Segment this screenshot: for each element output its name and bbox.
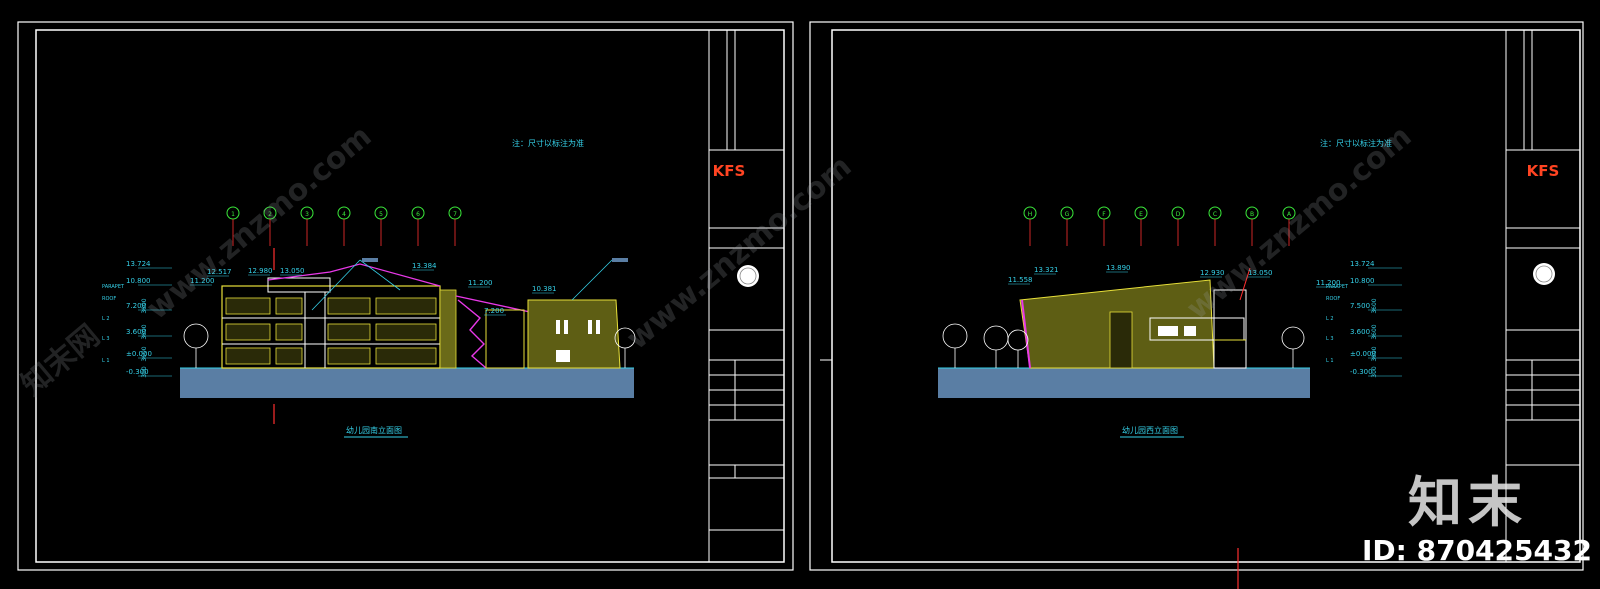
axis-label: 1 (231, 211, 235, 218)
elevation-tag: 13.050 (1248, 269, 1273, 277)
floor-label: L 3 (102, 336, 110, 342)
level-value: 10.800 (126, 277, 151, 285)
level-dimensions-1: 13.724 10.800 7.200 3.600 ±0.000 -0.300 PARAPE… (102, 260, 172, 378)
elevation-tag: 12.517 (207, 268, 232, 276)
sheet2-note: 注：尺寸以标注为准 (1320, 138, 1392, 148)
axis-label: A (1287, 211, 1292, 218)
level-dimensions-2: 13.72410.8007.5003.600±0.000-0.300PARAPE… (1326, 260, 1402, 378)
elevation-tag: 13.890 (1106, 264, 1131, 272)
axis-label: F (1102, 211, 1106, 218)
title-block-2 (1505, 30, 1580, 562)
level-value: 7.200 (126, 302, 146, 310)
level-value: 13.724 (1350, 260, 1375, 268)
elevation-tag: 11.200 (1316, 279, 1341, 287)
axis-label: B (1250, 211, 1254, 218)
level-value: 7.500 (1350, 302, 1370, 310)
level-value: 3.600 (126, 328, 146, 336)
compass-icon (737, 265, 759, 287)
axis-label: 2 (268, 211, 272, 218)
elevation-tag: 12.980 (248, 267, 273, 275)
floor-label: L 2 (102, 316, 110, 322)
elevation-tag: 13.384 (412, 262, 437, 270)
level-value: ±0.000 (126, 350, 152, 358)
level-value: ±0.000 (1350, 350, 1376, 358)
level-value: 13.724 (126, 260, 151, 268)
elevation-tag: 11.558 (1008, 276, 1033, 284)
sheet-1: KFS 注：尺寸以标注为准 1 2 3 4 5 6 7 (17, 21, 794, 571)
level-value: 3.600 (1350, 328, 1370, 336)
sheet2-logo: KFS (1527, 162, 1560, 180)
compass-icon-2 (1533, 263, 1555, 285)
span-dimension: 3600 (141, 346, 148, 361)
axis-label: C (1213, 211, 1217, 218)
axis-label: 7 (453, 211, 457, 218)
elevation-tag: 10.381 (532, 285, 557, 293)
south-elevation-building (180, 248, 636, 424)
title-block (708, 30, 784, 562)
elevation-tag: 11.200 (468, 279, 493, 287)
sheet1-drawing-title: 幼儿园南立面图 (346, 425, 402, 435)
elevation-tag: 12.930 (1200, 269, 1225, 277)
span-dimension: 3600 (1371, 298, 1378, 313)
watermark-id: ID: 870425432 (1362, 534, 1592, 567)
level-value: -0.300 (126, 368, 149, 376)
sheet1-note: 注：尺寸以标注为准 (512, 138, 584, 148)
floor-label: ROOF (1326, 296, 1340, 302)
sheet1-logo: KFS (713, 162, 746, 180)
level-value: 10.800 (1350, 277, 1375, 285)
span-dimension: 300 (1371, 366, 1378, 378)
axis-label: 5 (379, 211, 383, 218)
axis-label: 6 (416, 211, 420, 218)
axis-label: 3 (305, 211, 309, 218)
west-elevation-building (938, 267, 1310, 589)
span-dimension: 300 (141, 366, 148, 378)
elevation-tag: 11.200 (190, 277, 215, 285)
floor-label: ROOF (102, 296, 116, 302)
axis-label: E (1139, 211, 1143, 218)
level-value: -0.300 (1350, 368, 1373, 376)
elevation-tag: 13.050 (280, 267, 305, 275)
sheet2-drawing-title: 幼儿园西立面图 (1122, 425, 1178, 435)
axis-label: H (1028, 211, 1033, 218)
elevation-tag: 13.321 (1034, 266, 1059, 274)
axis-label: 4 (342, 211, 346, 218)
floor-label: L 1 (102, 358, 110, 364)
floor-label: PARAPET (102, 284, 125, 290)
axis-label: G (1065, 211, 1070, 218)
floor-label: L 1 (1326, 358, 1334, 364)
span-dimension: 3600 (141, 324, 148, 339)
axis-markers-1: 1 2 3 4 5 6 7 (226, 206, 462, 246)
span-dimension: 3600 (1371, 324, 1378, 339)
elevation-tag: 7.200 (484, 307, 504, 315)
floor-label: L 2 (1326, 316, 1334, 322)
axis-label: D (1176, 211, 1181, 218)
watermark-brand: 知末 (1408, 471, 1528, 534)
span-dimension: 3600 (1371, 346, 1378, 361)
span-dimension: 3600 (141, 298, 148, 313)
floor-label: L 3 (1326, 336, 1334, 342)
